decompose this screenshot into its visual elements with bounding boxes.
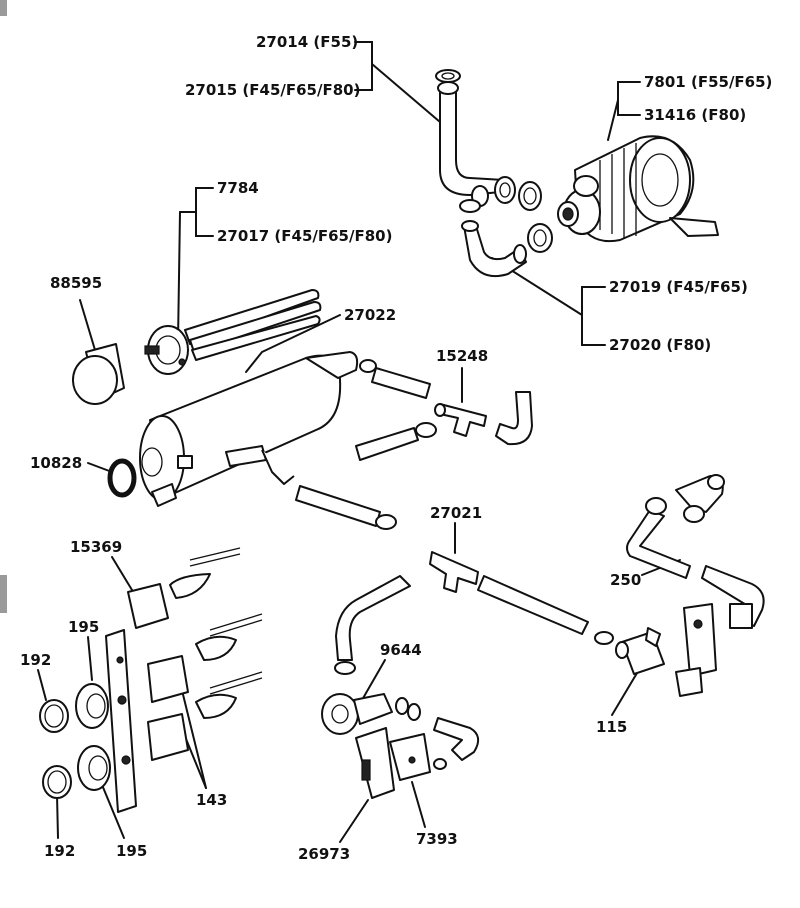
pump-hose-clamps [459, 176, 553, 253]
label-195-lower: 195 [116, 842, 147, 860]
thermostat-cap [72, 343, 125, 405]
label-192-upper: 192 [20, 651, 51, 669]
label-31416: 31416 (F80) [644, 106, 746, 124]
label-195-upper: 195 [68, 618, 99, 636]
drain-valve [615, 627, 665, 675]
long-hose-lower [477, 575, 614, 645]
knob-upper [39, 699, 69, 733]
label-15369: 15369 [70, 538, 122, 556]
label-143: 143 [196, 791, 227, 809]
tank-pipes [295, 359, 437, 530]
label-27020: 27020 (F80) [609, 336, 711, 354]
label-27017: 27017 (F45/F65/F80) [217, 227, 392, 245]
control-panel-strip [105, 629, 137, 813]
knob-lower [42, 765, 72, 799]
scan-edge-mark-top [0, 0, 7, 16]
t-connector-lower [429, 551, 479, 593]
mixing-valve [321, 693, 480, 770]
rocker-switch-top [127, 547, 241, 629]
label-7801: 7801 (F55/F65) [644, 73, 772, 91]
label-192-lower: 192 [44, 842, 75, 860]
label-250: 250 [610, 571, 641, 589]
curved-hose-right [495, 391, 533, 446]
thermostat-upper [147, 613, 263, 703]
upper-curved-hose [435, 69, 505, 207]
valve-bracket [355, 727, 395, 799]
scan-edge-mark-bottom [0, 575, 7, 613]
label-115: 115 [596, 718, 627, 736]
mounting-bracket [675, 603, 753, 697]
label-27015: 27015 (F45/F65/F80) [185, 81, 360, 99]
lower-curved-hose [461, 220, 527, 278]
relay-box [389, 733, 431, 781]
label-9644: 9644 [380, 641, 422, 659]
label-27014: 27014 (F55) [256, 33, 358, 51]
t-connector-upper [434, 403, 487, 437]
circulation-pump [557, 135, 719, 242]
label-15248: 15248 [436, 347, 488, 365]
y-fitting [675, 474, 725, 523]
bezel-upper [75, 683, 109, 729]
heating-element [144, 289, 322, 375]
bezel-lower [77, 745, 111, 791]
label-10828: 10828 [30, 454, 82, 472]
label-7393: 7393 [416, 830, 458, 848]
label-88595: 88595 [50, 274, 102, 292]
curved-hose-lower-left [334, 575, 411, 675]
label-7784: 7784 [217, 179, 259, 197]
label-26973: 26973 [298, 845, 350, 863]
thermostat-lower [147, 671, 263, 761]
o-ring [107, 458, 137, 498]
label-27019: 27019 (F45/F65) [609, 278, 748, 296]
label-27022: 27022 [344, 306, 396, 324]
part-labels: 27014 (F55) 27015 (F45/F65/F80) 7801 (F5… [20, 33, 772, 863]
boiler-tank [139, 351, 359, 507]
label-27021: 27021 [430, 504, 482, 522]
leader-lines [37, 41, 681, 843]
